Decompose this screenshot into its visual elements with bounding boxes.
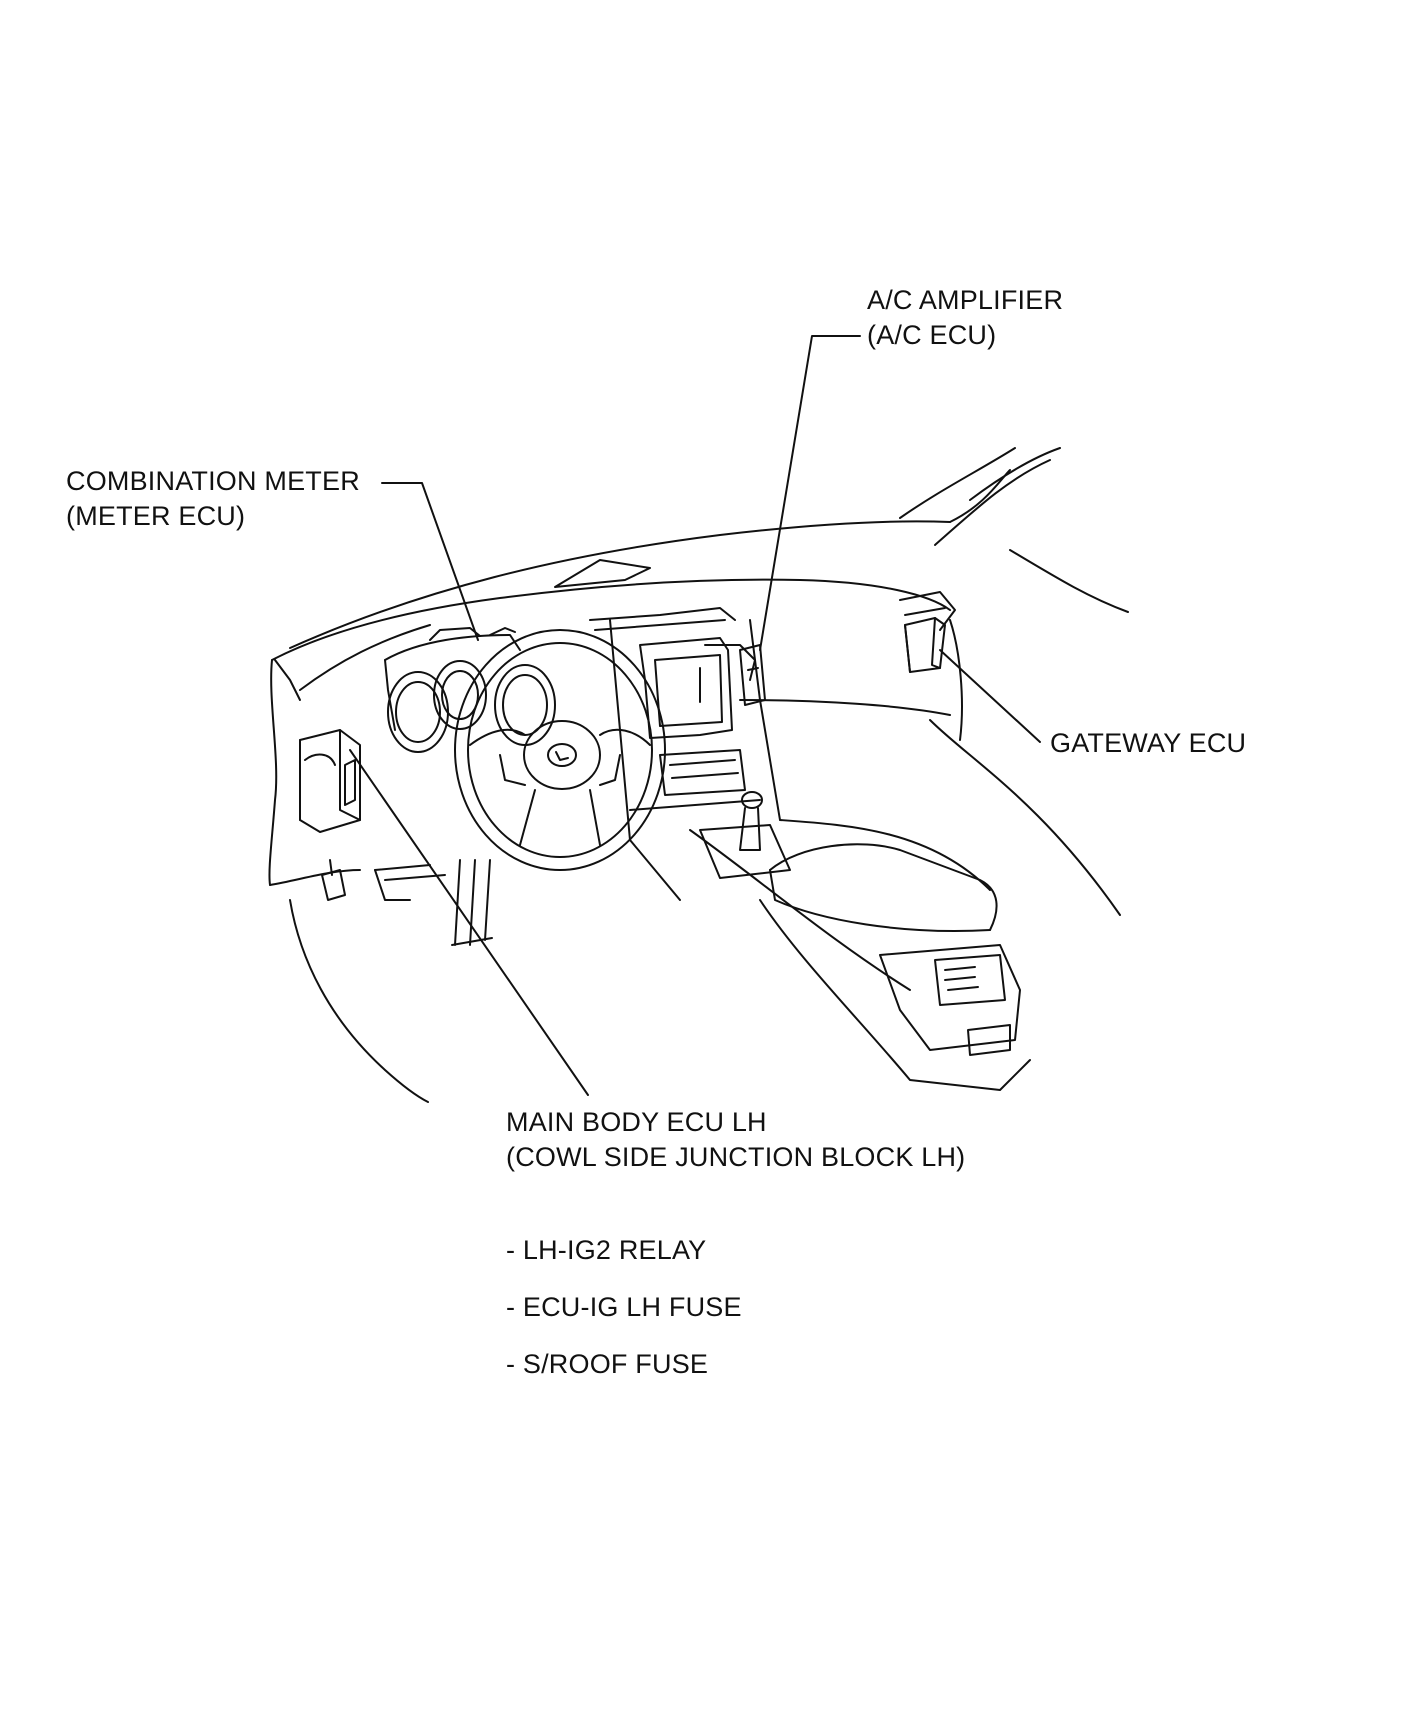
ac-amplifier-unit <box>739 644 766 706</box>
leader-ac-amplifier <box>759 335 861 651</box>
gateway-ecu-label: GATEWAY ECU <box>1050 726 1246 761</box>
main-body-ecu-label-line2: (COWL SIDE JUNCTION BLOCK LH) <box>506 1142 966 1172</box>
combination-meter-label-line1: COMBINATION METER <box>66 466 360 496</box>
leader-lines <box>349 335 1041 1096</box>
center-console <box>759 843 1031 1091</box>
main-body-ecu-box <box>299 729 361 901</box>
components-list: - LH-IG2 RELAY - ECU-IG LH FUSE - S/ROOF… <box>506 1233 742 1404</box>
list-item: - ECU-IG LH FUSE <box>506 1292 742 1322</box>
gateway-ecu-box <box>904 617 946 673</box>
windshield-outline <box>289 447 1129 649</box>
combination-meter-label-line2: (METER ECU) <box>66 501 246 531</box>
leader-main-body-ecu <box>349 749 589 1096</box>
ac-amplifier-label: A/C AMPLIFIER (A/C ECU) <box>867 283 1063 353</box>
leader-combination-meter <box>381 482 479 641</box>
ac-amplifier-label-line1: A/C AMPLIFIER <box>867 285 1064 315</box>
ac-amplifier-label-line2: (A/C ECU) <box>867 320 997 350</box>
left-door <box>268 659 429 1103</box>
steering-column <box>374 859 493 946</box>
main-body-ecu-label: MAIN BODY ECU LH (COWL SIDE JUNCTION BLO… <box>506 1105 965 1175</box>
steering-wheel <box>454 629 666 871</box>
combination-meter-label: COMBINATION METER (METER ECU) <box>66 464 360 534</box>
main-body-ecu-label-line1: MAIN BODY ECU LH <box>506 1107 767 1137</box>
dashboard-top <box>271 559 951 701</box>
list-item: - LH-IG2 RELAY <box>506 1235 707 1265</box>
right-dashboard <box>689 591 1121 991</box>
gateway-ecu-label-text: GATEWAY ECU <box>1050 728 1247 758</box>
list-item: - S/ROOF FUSE <box>506 1349 709 1379</box>
leader-gateway-ecu <box>939 649 1041 743</box>
